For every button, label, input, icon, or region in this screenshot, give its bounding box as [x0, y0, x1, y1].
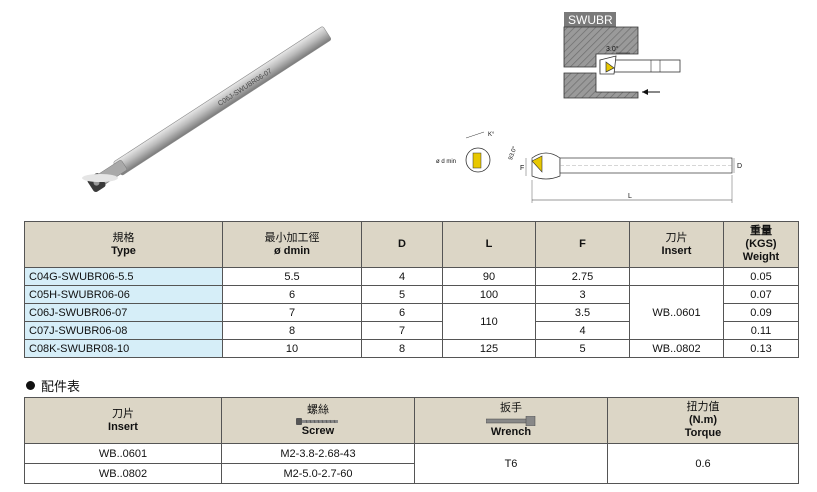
angle-93-label: 93.0° [508, 145, 519, 161]
type-cell: C06J-SWUBR06-07 [24, 303, 223, 322]
weight-cell: 0.11 [723, 321, 799, 340]
table-row: WB..0601 M2-3.8-2.68-43 T6 0.6 [24, 443, 799, 484]
dmin-label: ø d min [436, 159, 456, 165]
dmin-cell: 6 [222, 285, 362, 304]
table-row: C07J-SWUBR06-08 8 7 4 0.11 [24, 321, 799, 340]
angle-label: 3.0° [606, 45, 619, 53]
accessories-heading-text: 配件表 [41, 379, 81, 394]
f-cell: 3 [535, 285, 630, 304]
acc-header-torque: 扭力值 (N.m) Torque [607, 397, 799, 444]
weight-cell: 0.07 [723, 285, 799, 304]
acc-insert-cell: WB..0601 [24, 443, 222, 464]
insert-cell: WB..0601 [629, 285, 724, 340]
f-cell: 2.75 [535, 267, 630, 286]
diagram-title: SWUBR [568, 13, 613, 27]
dmin-cell: 8 [222, 321, 362, 340]
k-angle-label: K° [488, 132, 495, 138]
l-cell: 100 [442, 285, 536, 304]
acc-header-wrench: 扳手 Wrench [414, 397, 608, 444]
d-cell: 6 [361, 303, 443, 322]
weight-cell: 0.05 [723, 267, 799, 286]
accessories-heading: 配件表 [26, 376, 80, 395]
type-cell: C05H-SWUBR06-06 [24, 285, 223, 304]
col-header-weight: 重量 (KGS) Weight [723, 221, 799, 268]
acc-screw-cell: M2-3.8-2.68-43 [221, 443, 415, 464]
acc-screw-cell: M2-5.0-2.7-60 [221, 463, 415, 484]
weight-cell: 0.09 [723, 303, 799, 322]
d-cell: 8 [361, 339, 443, 358]
table-row: WB..0802 M2-5.0-2.7-60 [24, 463, 799, 484]
col-header-l: L [442, 221, 536, 268]
col-header-type: 規格 Type [24, 221, 223, 268]
type-cell: C08K-SWUBR08-10 [24, 339, 223, 358]
d-cell: 4 [361, 267, 443, 286]
shank-marking: C06J-SWUBR06-07 [217, 68, 273, 108]
swubr-cross-section-diagram: SWUBR 3.0° [563, 12, 681, 99]
accessories-table: 刀片 Insert 螺絲 Screw 扳手 [24, 397, 799, 484]
acc-insert-cell: WB..0802 [24, 463, 222, 484]
accessories-header-row: 刀片 Insert 螺絲 Screw 扳手 [24, 397, 799, 444]
table-row: C04G-SWUBR06-5.5 5.5 4 90 2.75 0.05 [24, 267, 799, 286]
table-row: C08K-SWUBR08-10 10 8 125 5 WB..0802 0.13 [24, 339, 799, 358]
dmin-cell: 7 [222, 303, 362, 322]
l-cell: 90 [442, 267, 536, 286]
table-row: C05H-SWUBR06-06 6 5 100 3 WB..0601 0.07 [24, 285, 799, 340]
l-cell: 110 [442, 303, 536, 340]
l-dim-label: L [628, 193, 632, 200]
f-cell: 5 [535, 339, 630, 358]
col-header-dmin: 最小加工徑 ø dmin [222, 221, 362, 268]
dimension-diagram: K° ø d min 93.0° F D L [436, 131, 742, 203]
acc-header-screw: 螺絲 Screw [221, 397, 415, 444]
bullet-icon [26, 381, 35, 390]
weight-cell: 0.13 [723, 339, 799, 358]
col-header-insert: 刀片 Insert [629, 221, 724, 268]
type-cell: C07J-SWUBR06-08 [24, 321, 223, 340]
boring-bar-photo: C06J-SWUBR06-07 [82, 26, 332, 192]
d-cell: 7 [361, 321, 443, 340]
acc-header-insert: 刀片 Insert [24, 397, 222, 444]
l-cell: 125 [442, 339, 536, 358]
f-cell: 3.5 [535, 303, 630, 322]
d-cell: 5 [361, 285, 443, 304]
screw-icon [296, 417, 338, 425]
spec-header-row: 規格 Type 最小加工徑 ø dmin D L F 刀片 Insert 重量 … [24, 221, 799, 268]
dmin-cell: 5.5 [222, 267, 362, 286]
f-cell: 4 [535, 321, 630, 340]
dmin-cell: 10 [222, 339, 362, 358]
acc-wrench-cell: T6 [414, 443, 608, 484]
wrench-icon [486, 416, 536, 426]
insert-cell-blank [629, 267, 724, 286]
d-dim-label: D [737, 163, 742, 170]
col-header-f: F [535, 221, 630, 268]
insert-cell: WB..0802 [629, 339, 724, 358]
acc-torque-cell: 0.6 [607, 443, 799, 484]
table-row: C06J-SWUBR06-07 7 6 110 3.5 0.09 [24, 303, 799, 340]
col-header-d: D [361, 221, 443, 268]
f-dim-label: F [520, 165, 524, 172]
type-cell: C04G-SWUBR06-5.5 [24, 267, 223, 286]
specification-table: 規格 Type 最小加工徑 ø dmin D L F 刀片 Insert 重量 … [24, 221, 799, 358]
